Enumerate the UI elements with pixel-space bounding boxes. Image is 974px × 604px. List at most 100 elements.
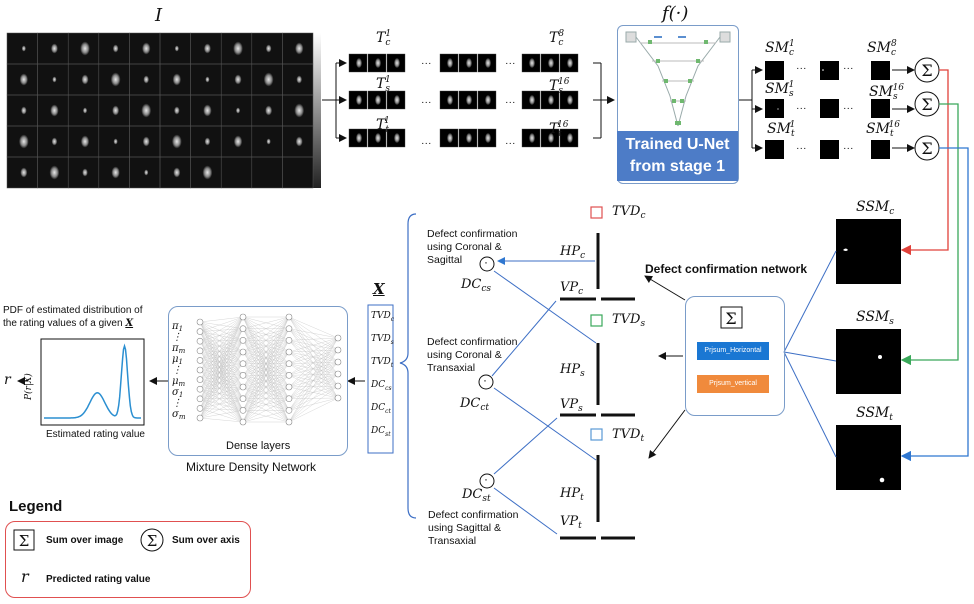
feature-brace (399, 213, 417, 519)
hp-c-label: HPc (560, 244, 586, 261)
svg-text:Σ: Σ (921, 95, 932, 114)
ssm-to-dcn-lines (783, 250, 837, 458)
ssm-tiles (836, 219, 901, 490)
dense-layers-label: Dense layers (226, 440, 291, 452)
feature-vector (149, 304, 394, 454)
ellipsis-5: ··· (421, 137, 432, 149)
ellipsis-2: ··· (505, 57, 516, 69)
vp-c-label: VPc (560, 280, 584, 297)
t-s16-label: Ts16 (549, 77, 570, 96)
input-image-grid (6, 32, 321, 189)
dcn-output-arrows (644, 275, 686, 459)
ellipsis-4: ··· (505, 96, 516, 108)
tvd-c-label: TVDc (612, 204, 646, 221)
ssm-t-tile (836, 425, 901, 490)
feature-item: DCcs (371, 380, 392, 392)
pdf-r-label: r (4, 372, 11, 388)
ellipsis-1: ··· (421, 57, 432, 69)
dc-cs-node (479, 256, 495, 272)
dc-connections (478, 256, 597, 535)
pdf-plot (17, 338, 145, 426)
dcn-panel (685, 296, 785, 416)
svg-text:Σ: Σ (725, 309, 736, 328)
mdn-input-label: μm (172, 376, 186, 388)
tvd-t-box (590, 428, 603, 441)
sm-to-sum-arrows: Σ Σ Σ (892, 57, 940, 161)
prjsum-vertical-block: Prjsum_vertical (697, 375, 769, 393)
unet-label: Trained U-Net from stage 1 (617, 131, 738, 181)
feature-item: DCct (371, 403, 391, 415)
ssm-c-label: SSMc (856, 199, 895, 217)
dcn-sum-icon (720, 306, 743, 329)
mdn-panel (168, 306, 348, 456)
ellipsis-12: ··· (843, 142, 854, 154)
t-t1-label: Tt1 (376, 116, 390, 135)
ssm-s-label: SSMs (856, 309, 894, 327)
ellipsis-11: ··· (796, 142, 807, 154)
sum-to-ssm-arrows (900, 69, 969, 462)
legend-sum-image: Sum over image (46, 535, 124, 546)
dcn-title: Defect confirmation network (645, 262, 808, 276)
ellipsis-6: ··· (505, 137, 516, 149)
ssm-c-tile (836, 219, 901, 284)
dc-cs-label: DCcs (461, 277, 492, 294)
ellipsis-7: ··· (796, 62, 807, 74)
unet-label-line2: from stage 1 (629, 158, 726, 175)
mdn-input-label: σ1 (172, 387, 184, 399)
hp-t-label: HPt (560, 486, 584, 503)
ellipsis-10: ··· (843, 102, 854, 114)
legend-symbols: Σ Σ (13, 528, 164, 552)
feature-item: DCst (371, 426, 391, 438)
svg-text:Σ: Σ (921, 61, 932, 80)
sm-t16-label: SMt16 (866, 120, 901, 139)
svg-text:Σ: Σ (147, 532, 158, 550)
legend-title: Legend (9, 498, 63, 515)
legend-sum-axis: Sum over axis (172, 535, 240, 546)
dc-st-node (479, 473, 495, 489)
sm-s1-label: SMs1 (765, 80, 795, 99)
dc-st-dot: · (484, 472, 488, 486)
mdn-input-label: π1 (172, 321, 184, 333)
t-s1-label: Ts1 (376, 75, 391, 94)
projection-bars (560, 206, 635, 540)
sm-s16-label: SMs16 (869, 83, 905, 102)
mdn-input-label: μ1 (172, 354, 183, 366)
legend-sum-axis-icon (140, 528, 164, 552)
pdf-curve (44, 343, 141, 419)
dc-st-label: DCst (462, 487, 491, 504)
dc-ct-label: DCct (460, 396, 490, 413)
t-c1-label: Tc1 (376, 29, 392, 48)
ellipsis-9: ··· (796, 102, 807, 114)
tvd-c-box (590, 206, 603, 219)
vp-s-label: VPs (560, 397, 583, 414)
svg-text:Σ: Σ (921, 139, 932, 158)
unet-label-line1: Trained U-Net (625, 136, 730, 153)
ssm-s-tile (836, 329, 901, 394)
mdn-input-label: σm (172, 409, 186, 421)
unet-schematic-icon (625, 31, 731, 127)
mdn-input-label: ⋮ (172, 332, 182, 343)
input-label: I (155, 5, 163, 26)
sm-c1-label: SMc1 (765, 39, 795, 58)
pdf-xlabel: Estimated rating value (46, 429, 145, 440)
pdf-title: PDF of estimated distribution of the rat… (3, 305, 143, 329)
dc-ct-dot: · (483, 373, 487, 387)
dense-layers-graph (196, 313, 342, 426)
ellipsis-3: ··· (421, 96, 432, 108)
mdn-input-label: πm (172, 343, 186, 355)
input-to-slices-arrows (322, 59, 347, 142)
feature-item: TVDc (371, 311, 395, 323)
feature-x-label: X (373, 280, 385, 298)
dc-cs-dot: · (484, 255, 488, 269)
legend-sum-image-icon: Σ (19, 532, 30, 550)
dc-ct-node (478, 374, 494, 390)
tvd-s-label: TVDs (612, 312, 646, 329)
pdf-ylabel: P(r|X) (24, 373, 34, 400)
slice-strips (348, 53, 579, 148)
t-c8-label: Tc8 (549, 29, 565, 48)
hp-s-label: HPs (560, 362, 585, 379)
